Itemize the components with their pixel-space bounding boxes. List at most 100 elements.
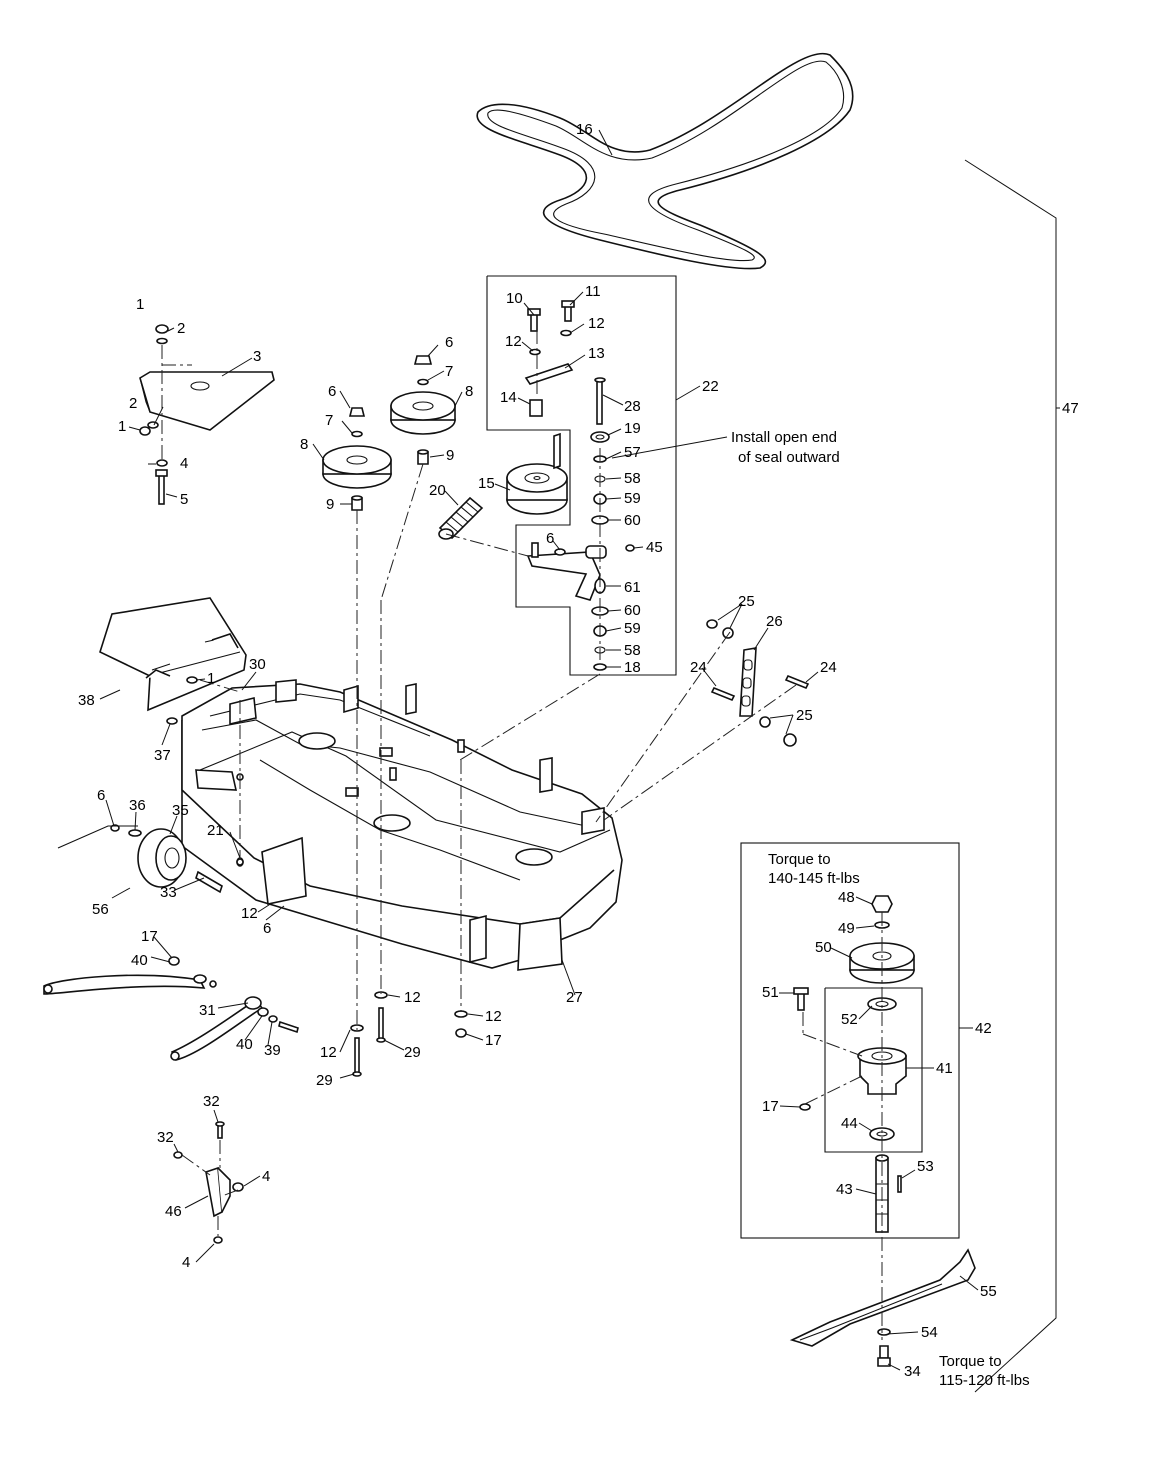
callout-6: 6	[445, 334, 453, 351]
callout-38: 38	[78, 692, 95, 709]
spindle-shaft	[875, 1154, 902, 1233]
callout-9: 9	[446, 447, 454, 464]
height-adjust-link	[706, 619, 810, 747]
callout-labels: 1 2 3 2 1 4 5 6 7 8 9 6 7 8 9 10 11 12 1…	[78, 121, 1079, 1380]
callout-9: 9	[326, 496, 334, 513]
callout-6: 6	[263, 920, 271, 937]
callout-51: 51	[762, 984, 779, 1001]
callout-29: 29	[316, 1072, 333, 1089]
callout-15: 15	[478, 475, 495, 492]
callout-45: 45	[646, 539, 663, 556]
callout-54: 54	[921, 1324, 938, 1341]
belt-cover	[139, 324, 275, 505]
callout-33: 33	[160, 884, 177, 901]
callout-57: 57	[624, 444, 641, 461]
callout-5: 5	[180, 491, 188, 508]
callout-4: 4	[180, 455, 188, 472]
callout-1: 1	[207, 670, 215, 687]
callout-13: 13	[588, 345, 605, 362]
seal-note-line-1: Install open end	[731, 429, 837, 446]
callout-28: 28	[624, 398, 641, 415]
idler-hardware	[524, 300, 606, 425]
callout-12: 12	[505, 333, 522, 350]
callout-55: 55	[980, 1283, 997, 1300]
idler-spring	[438, 496, 484, 540]
torque-note-top-line-2: 140-145 ft-lbs	[768, 870, 860, 887]
callout-8: 8	[300, 436, 308, 453]
callout-41: 41	[936, 1060, 953, 1077]
callout-40: 40	[131, 952, 148, 969]
callout-4: 4	[262, 1168, 270, 1185]
callout-47: 47	[1062, 400, 1079, 417]
callout-43: 43	[836, 1181, 853, 1198]
callout-52: 52	[841, 1011, 858, 1028]
leader-lines	[99, 129, 1060, 1371]
torque-note-bottom-line-2: 115-120 ft-lbs	[939, 1372, 1030, 1389]
deck-pulley-right	[390, 355, 456, 465]
callout-36: 36	[129, 797, 146, 814]
callout-42: 42	[975, 1020, 992, 1037]
callout-2: 2	[177, 320, 185, 337]
callout-53: 53	[917, 1158, 934, 1175]
mower-deck	[181, 432, 623, 971]
callout-25: 25	[738, 593, 755, 610]
callout-18: 18	[624, 659, 641, 676]
callout-16: 16	[576, 121, 593, 138]
callout-22: 22	[702, 378, 719, 395]
callout-7: 7	[445, 363, 453, 380]
spindle-assembly-box	[740, 842, 960, 1239]
callout-40: 40	[236, 1036, 253, 1053]
callout-11: 11	[585, 283, 601, 300]
torque-note-top-line-1: Torque to	[768, 851, 831, 868]
callout-30: 30	[249, 656, 266, 673]
overall-assembly-bracket	[964, 159, 1057, 1393]
callout-39: 39	[264, 1042, 281, 1059]
callout-7: 7	[325, 412, 333, 429]
callout-35: 35	[172, 802, 189, 819]
idler-pulley	[506, 463, 568, 515]
callout-25: 25	[796, 707, 813, 724]
callout-27: 27	[566, 989, 583, 1006]
callout-59: 59	[624, 490, 641, 507]
callout-59: 59	[624, 620, 641, 637]
deck-pulley-left	[322, 407, 392, 511]
mower-blade	[789, 1248, 976, 1367]
callout-19: 19	[624, 420, 641, 437]
callout-56: 56	[92, 901, 109, 918]
callout-37: 37	[154, 747, 171, 764]
callout-50: 50	[815, 939, 832, 956]
callout-12: 12	[588, 315, 605, 332]
callout-31: 31	[199, 1002, 216, 1019]
callout-32: 32	[157, 1129, 174, 1146]
callout-21: 21	[207, 822, 224, 839]
callout-20: 20	[429, 482, 446, 499]
callout-44: 44	[841, 1115, 858, 1132]
callout-12: 12	[485, 1008, 502, 1025]
callout-61: 61	[624, 579, 641, 596]
gauge-wheel	[110, 824, 244, 894]
callout-4: 4	[182, 1254, 190, 1271]
discharge-chute	[99, 597, 247, 725]
callout-32: 32	[203, 1093, 220, 1110]
spindle-housing-box	[824, 987, 923, 1153]
callout-49: 49	[838, 920, 855, 937]
callout-46: 46	[165, 1203, 182, 1220]
torque-note-bottom-line-1: Torque to	[939, 1353, 1002, 1370]
callout-3: 3	[253, 348, 261, 365]
callout-6: 6	[328, 383, 336, 400]
alignment-lines	[161, 330, 883, 1340]
notes: Install open end of seal outward Torque …	[731, 429, 1030, 1389]
seal-note-line-2: of seal outward	[738, 449, 840, 466]
anti-scalp-bracket	[173, 1121, 244, 1244]
callout-24: 24	[820, 659, 837, 676]
callout-58: 58	[624, 470, 641, 487]
callout-12: 12	[404, 989, 421, 1006]
callout-17: 17	[141, 928, 158, 945]
callout-34: 34	[904, 1363, 921, 1380]
callout-60: 60	[624, 602, 641, 619]
callout-6: 6	[546, 530, 554, 547]
callout-14: 14	[500, 389, 517, 406]
callout-58: 58	[624, 642, 641, 659]
deck-lift-arms	[43, 956, 299, 1061]
